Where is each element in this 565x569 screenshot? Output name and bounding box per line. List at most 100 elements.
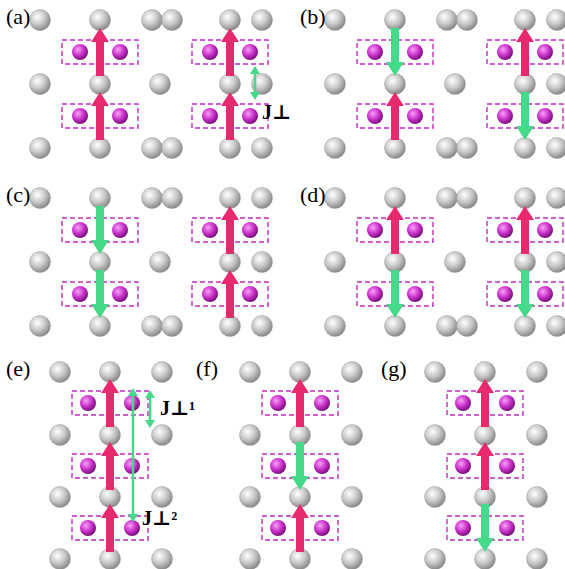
grey-atom xyxy=(30,316,51,337)
grey-atom xyxy=(342,362,363,383)
magenta-atom xyxy=(112,44,128,60)
grey-atom xyxy=(385,188,406,209)
panel-label: (g) xyxy=(381,358,407,380)
magenta-atom xyxy=(314,520,330,536)
magenta-atom xyxy=(455,520,471,536)
grey-atom xyxy=(90,74,111,95)
spin-arrow xyxy=(101,379,119,427)
grey-atom xyxy=(445,74,466,95)
magenta-atom xyxy=(367,286,383,302)
coupling-arrowhead xyxy=(145,390,155,398)
grey-atom xyxy=(240,362,261,383)
grey-atom xyxy=(437,10,458,31)
spin-arrow xyxy=(91,92,109,140)
grey-atom xyxy=(342,549,363,569)
grey-atom xyxy=(325,316,346,337)
grey-atom xyxy=(220,316,241,337)
spin-arrow xyxy=(91,28,109,76)
grey-atom xyxy=(30,138,51,159)
magenta-atom xyxy=(314,395,330,411)
grey-atom xyxy=(547,138,565,159)
grey-atom xyxy=(162,10,183,31)
coupling-arrowhead xyxy=(250,92,260,100)
grey-atom xyxy=(547,252,565,273)
grey-atom xyxy=(425,487,446,508)
grey-atom xyxy=(385,252,406,273)
grey-atom xyxy=(385,138,406,159)
grey-atom xyxy=(162,316,183,337)
magenta-atom xyxy=(537,286,553,302)
coupling-arrow xyxy=(132,394,135,516)
grey-atom xyxy=(515,252,536,273)
grey-atom xyxy=(547,74,565,95)
spin-arrow xyxy=(386,206,404,254)
grey-atom xyxy=(220,252,241,273)
coupling-arrowhead xyxy=(250,66,260,74)
magenta-atom xyxy=(80,395,96,411)
grey-atom xyxy=(30,10,51,31)
grey-atom xyxy=(142,10,163,31)
magenta-atom xyxy=(202,222,218,238)
grey-atom xyxy=(150,74,171,95)
grey-atom xyxy=(220,188,241,209)
grey-atom xyxy=(162,138,183,159)
panel-label: (d) xyxy=(300,184,326,206)
spin-arrow xyxy=(291,442,309,490)
grey-atom xyxy=(385,316,406,337)
grey-atom xyxy=(547,188,565,209)
grey-atom xyxy=(30,74,51,95)
grey-atom xyxy=(527,362,548,383)
grey-atom xyxy=(30,252,51,273)
coupling-arrowhead xyxy=(128,514,138,522)
magenta-atom xyxy=(202,108,218,124)
grey-atom xyxy=(252,252,273,273)
magenta-atom xyxy=(497,108,513,124)
magenta-atom xyxy=(72,108,88,124)
magenta-atom xyxy=(497,222,513,238)
magenta-atom xyxy=(72,286,88,302)
grey-atom xyxy=(240,425,261,446)
grey-atom xyxy=(547,10,565,31)
coupling-label: J⊥² xyxy=(142,508,177,528)
spin-arrow xyxy=(221,270,239,318)
grey-atom xyxy=(515,138,536,159)
grey-atom xyxy=(50,487,71,508)
grey-atom xyxy=(515,74,536,95)
magenta-atom xyxy=(80,458,96,474)
grey-atom xyxy=(142,316,163,337)
grey-atom xyxy=(30,188,51,209)
grey-atom xyxy=(252,10,273,31)
grey-atom xyxy=(150,252,171,273)
grey-atom xyxy=(220,138,241,159)
grey-atom xyxy=(152,487,173,508)
magenta-atom xyxy=(537,44,553,60)
magenta-atom xyxy=(112,108,128,124)
grey-atom xyxy=(457,316,478,337)
magenta-atom xyxy=(499,395,515,411)
magenta-atom xyxy=(367,222,383,238)
magenta-atom xyxy=(407,286,423,302)
coupling-arrow xyxy=(254,72,257,94)
magenta-atom xyxy=(270,458,286,474)
grey-atom xyxy=(142,188,163,209)
spin-arrow xyxy=(101,504,119,552)
panel-label: (b) xyxy=(300,6,326,28)
grey-atom xyxy=(252,316,273,337)
spin-arrow xyxy=(516,206,534,254)
panel-label: (c) xyxy=(6,184,30,206)
magenta-atom xyxy=(499,520,515,536)
grey-atom xyxy=(90,138,111,159)
grey-atom xyxy=(90,10,111,31)
magenta-atom xyxy=(270,395,286,411)
magenta-atom xyxy=(242,286,258,302)
grey-atom xyxy=(240,549,261,569)
magenta-atom xyxy=(242,222,258,238)
grey-atom xyxy=(385,74,406,95)
magenta-atom xyxy=(499,458,515,474)
grey-atom xyxy=(325,252,346,273)
magenta-atom xyxy=(455,395,471,411)
grey-atom xyxy=(325,138,346,159)
grey-atom xyxy=(457,188,478,209)
magenta-atom xyxy=(367,44,383,60)
